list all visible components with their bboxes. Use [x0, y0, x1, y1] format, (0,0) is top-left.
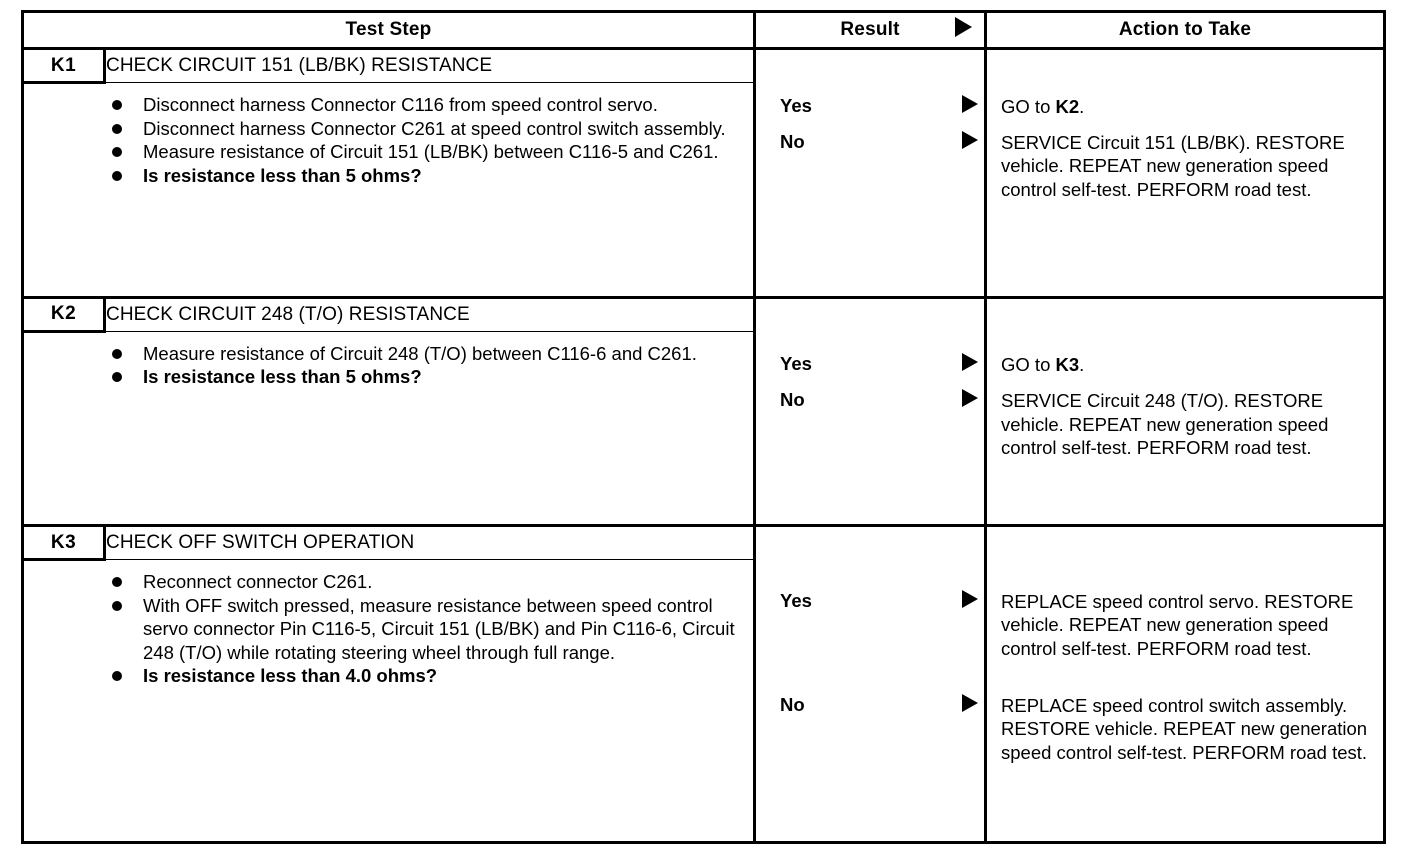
column-header-result-label: Result	[840, 19, 900, 40]
result-option: Yes	[756, 353, 984, 377]
test-step-body-row: Measure resistance of Circuit 248 (T/O) …	[22, 331, 1385, 527]
action-text: REPLACE speed control switch assembly. R…	[1001, 694, 1368, 763]
test-step-list: Measure resistance of Circuit 248 (T/O) …	[24, 333, 753, 401]
list-item: Is resistance less than 5 ohms?	[112, 365, 743, 389]
test-step-title: CHECK OFF SWITCH OPERATION	[104, 525, 757, 560]
result-option-label: No	[780, 693, 805, 715]
test-step-key: K2	[22, 297, 106, 333]
action-text: GO to K3.	[987, 353, 1383, 377]
result-option: No	[756, 693, 984, 718]
list-item-text: Disconnect harness Connector C116 from s…	[143, 94, 658, 115]
action-text-prefix: GO to	[1001, 354, 1056, 375]
test-step-list: Reconnect connector C261.With OFF switch…	[24, 561, 753, 700]
triangle-right-icon	[962, 389, 979, 412]
column-header-result: Result	[754, 11, 988, 50]
table-header-row: Test Step Result Action to Take	[22, 11, 1385, 50]
result-option-label: No	[780, 130, 805, 152]
action-target-step: K3	[1055, 354, 1080, 375]
action-cell: GO to K3. SERVICE Circuit 248 (T/O). REST…	[985, 331, 1385, 527]
test-step-title: CHECK CIRCUIT 248 (T/O) RESISTANCE	[104, 297, 757, 332]
bullet-icon	[112, 372, 122, 382]
triangle-right-icon	[955, 17, 973, 43]
result-option-label: No	[780, 389, 805, 410]
result-option: No	[756, 130, 984, 155]
column-header-action-label: Action to Take	[1118, 19, 1252, 40]
triangle-right-icon	[962, 130, 979, 154]
result-option: No	[756, 389, 984, 413]
action-cell: REPLACE speed control servo. RESTORE veh…	[986, 560, 1385, 843]
action-title-spacer	[986, 297, 1385, 331]
test-step-instructions-cell: Reconnect connector C261.With OFF switch…	[22, 559, 757, 842]
test-step-key: K1	[22, 48, 106, 84]
test-step-body-row: Reconnect connector C261.With OFF switch…	[22, 559, 1385, 843]
list-item: Measure resistance of Circuit 248 (T/O) …	[112, 342, 743, 366]
list-item-text: Reconnect connector C261.	[143, 571, 373, 592]
action-text-prefix: GO to	[1001, 95, 1056, 117]
action-text-suffix: .	[1079, 354, 1085, 375]
result-title-spacer	[754, 48, 988, 83]
action-text-suffix: .	[1079, 95, 1085, 117]
triangle-right-icon	[962, 353, 979, 376]
list-item-text: Measure resistance of Circuit 151 (LB/BK…	[143, 141, 719, 162]
action-cell: GO to K2. SERVICE Circuit 151 (LB/BK). RE…	[985, 82, 1385, 299]
column-header-action-to-take: Action to Take	[985, 11, 1385, 50]
list-item: Disconnect harness Connector C116 from s…	[112, 93, 743, 117]
list-item: Is resistance less than 5 ohms?	[112, 164, 743, 188]
triangle-right-icon	[962, 94, 979, 118]
test-step-key: K3	[22, 525, 106, 561]
action-target-step: K2	[1055, 95, 1080, 117]
bullet-icon	[112, 600, 122, 611]
column-header-test-step-label: Test Step	[345, 19, 432, 40]
result-option-label: Yes	[780, 353, 812, 374]
list-item: Reconnect connector C261.	[112, 570, 743, 594]
bullet-icon	[112, 147, 122, 157]
list-item: Disconnect harness Connector C261 at spe…	[112, 117, 743, 141]
bullet-icon	[112, 671, 122, 681]
list-item: Measure resistance of Circuit 151 (LB/BK…	[112, 140, 743, 164]
bullet-icon	[112, 577, 122, 587]
test-step-instructions-cell: Disconnect harness Connector C116 from s…	[22, 82, 757, 299]
result-option: Yes	[756, 589, 984, 614]
list-item-text: Is resistance less than 4.0 ohms?	[143, 665, 438, 686]
bullet-icon	[112, 348, 122, 359]
action-text: REPLACE speed control servo. RESTORE veh…	[1001, 590, 1354, 659]
result-option: Yes	[756, 94, 984, 119]
test-step-instructions-cell: Measure resistance of Circuit 248 (T/O) …	[22, 331, 757, 527]
action-title-spacer	[986, 526, 1385, 560]
test-step-title: CHECK CIRCUIT 151 (LB/BK) RESISTANCE	[104, 48, 757, 83]
list-item-text: Is resistance less than 5 ohms?	[143, 366, 422, 387]
bullet-icon	[112, 123, 122, 134]
list-item-text: With OFF switch pressed, measure resista…	[143, 594, 735, 663]
bullet-icon	[112, 100, 122, 110]
action-text: SERVICE Circuit 248 (T/O). RESTORE vehic…	[1001, 390, 1329, 458]
action-title-spacer	[986, 49, 1385, 83]
result-option-label: Yes	[780, 589, 812, 611]
column-header-test-step: Test Step	[22, 11, 757, 50]
list-item-text: Disconnect harness Connector C261 at spe…	[143, 117, 726, 139]
list-item: With OFF switch pressed, measure resista…	[112, 594, 743, 665]
action-text: SERVICE Circuit 151 (LB/BK). RESTORE veh…	[1001, 131, 1345, 200]
action-text: GO to K2.	[987, 95, 1383, 119]
test-step-list: Disconnect harness Connector C116 from s…	[24, 84, 753, 199]
test-step-body-row: Disconnect harness Connector C116 from s…	[22, 82, 1385, 299]
triangle-right-icon	[962, 589, 979, 613]
bullet-icon	[112, 170, 122, 181]
list-item-text: Is resistance less than 5 ohms?	[143, 164, 422, 186]
result-title-spacer	[754, 525, 988, 560]
list-item: Is resistance less than 4.0 ohms?	[112, 664, 743, 688]
result-title-spacer	[754, 297, 988, 331]
result-option-label: Yes	[780, 94, 812, 116]
list-item-text: Measure resistance of Circuit 248 (T/O) …	[143, 342, 697, 364]
triangle-right-icon	[962, 693, 979, 717]
